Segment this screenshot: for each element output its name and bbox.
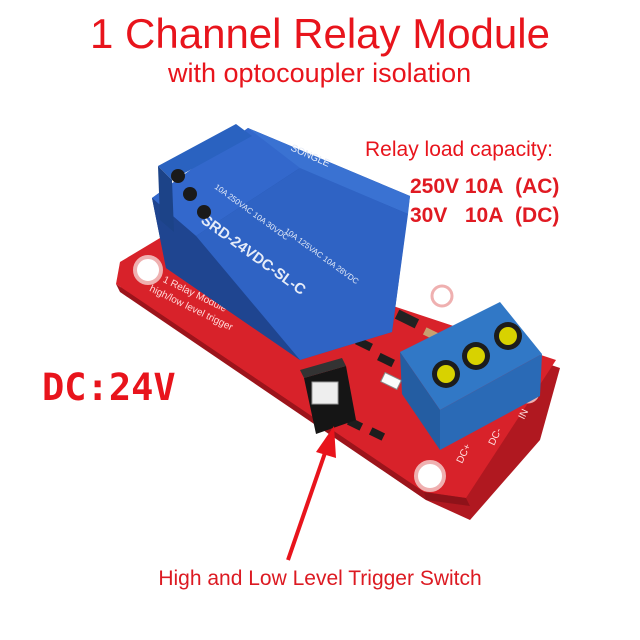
page-title: 1 Channel Relay Module: [90, 10, 550, 57]
page-subtitle: with optocoupler isolation: [168, 58, 472, 88]
load-capacity-title: Relay load capacity:: [365, 138, 553, 161]
load-terminal-block: [158, 124, 252, 232]
load-capacity-ac: 250V 10A (AC): [410, 175, 560, 198]
trigger-jumper-switch: [300, 358, 356, 434]
annotation-arrow: [286, 426, 336, 561]
trigger-switch-caption: High and Low Level Trigger Switch: [158, 567, 482, 590]
terminal-label-in: IN: [517, 408, 531, 422]
input-terminal-block: [400, 302, 542, 450]
load-capacity-dc: 30V 10A (DC): [410, 204, 560, 227]
voltage-label: DC:24V: [42, 366, 176, 409]
relay-body: SRD-24VDC-SL-C SONGLE 10A 250VAC 10A 30V…: [152, 128, 410, 360]
